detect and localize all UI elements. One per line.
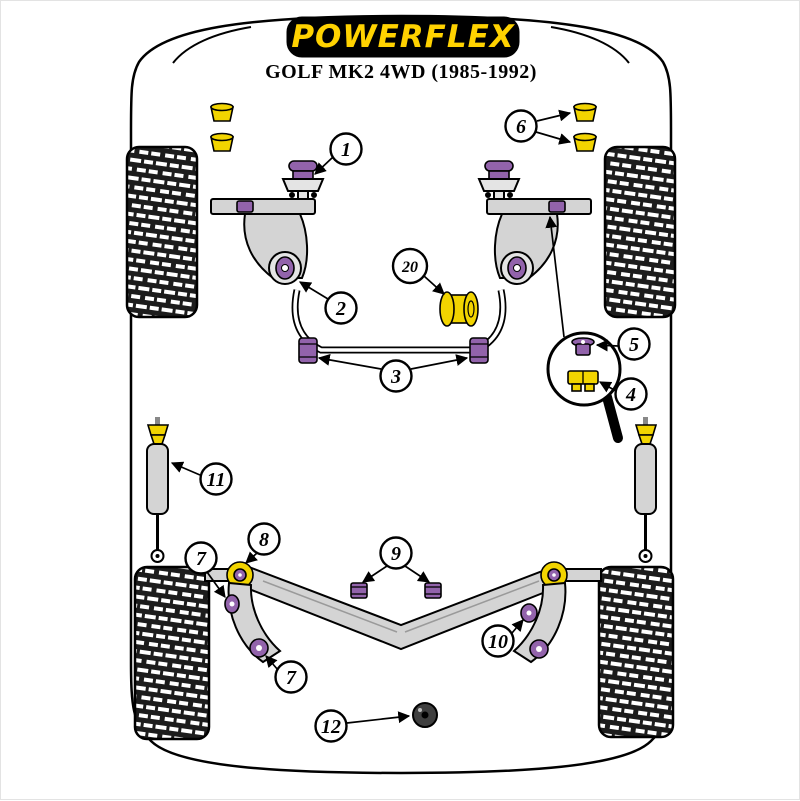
callout-20: 20 <box>391 247 445 295</box>
hood-line-right <box>550 26 630 64</box>
front-left-inner-bush <box>236 200 254 213</box>
svg-text:10: 10 <box>488 631 508 653</box>
callout-6: 6 <box>504 109 572 145</box>
beam-bush-right <box>424 582 442 599</box>
powerflex-logo: POWERFLEX <box>286 16 520 58</box>
tire-rear-left <box>133 565 211 741</box>
rear-shock-right <box>634 417 658 563</box>
callout-12: 12 <box>314 709 411 743</box>
bump-stops-front-left <box>210 102 234 152</box>
front-left-control-arm <box>210 198 316 285</box>
tire-front-right <box>603 145 677 319</box>
gearbox-mount <box>439 291 479 327</box>
svg-text:8: 8 <box>259 529 269 551</box>
svg-text:1: 1 <box>341 139 351 161</box>
callout-1: 1 <box>314 132 363 175</box>
steering-rack-bush <box>571 337 595 356</box>
callout-8: 8 <box>245 522 281 564</box>
model-title: GOLF MK2 4WD (1985-1992) <box>265 61 537 83</box>
svg-text:7: 7 <box>196 548 207 570</box>
svg-text:7: 7 <box>286 667 297 689</box>
powerflex-logo-text: POWERFLEX <box>291 19 515 55</box>
svg-text:2: 2 <box>335 298 346 320</box>
svg-text:20: 20 <box>401 259 418 276</box>
front-anti-roll-bar <box>291 289 507 364</box>
tire-rear-right <box>597 565 675 739</box>
svg-text:9: 9 <box>391 543 401 565</box>
svg-text:11: 11 <box>207 469 226 491</box>
front-right-control-arm <box>486 198 592 285</box>
svg-text:4: 4 <box>625 384 636 406</box>
exhaust-mount-disc <box>412 702 438 728</box>
callout-4: 4 <box>598 377 648 411</box>
callout-9: 9 <box>362 536 430 583</box>
callout-7-lower: 7 <box>265 655 308 694</box>
callout-7-upper: 7 <box>184 541 226 598</box>
rear-beam-mount-left <box>226 561 254 589</box>
arb-bush-left <box>298 337 318 364</box>
front-left-strut-mount <box>281 160 325 201</box>
callout-5: 5 <box>595 327 651 361</box>
callout-10: 10 <box>481 619 524 658</box>
front-right-strut-mount <box>477 160 521 201</box>
callout-2: 2 <box>298 281 358 325</box>
beam-bush-left <box>350 582 368 599</box>
svg-text:5: 5 <box>629 334 639 356</box>
tire-front-left <box>125 145 199 319</box>
trailing-arm-left <box>224 581 282 664</box>
magnifier-handle <box>602 392 623 443</box>
hood-line-left <box>172 26 252 64</box>
trailing-arm-right <box>512 581 567 664</box>
front-right-inner-bush <box>548 200 566 213</box>
arb-bush-right <box>469 337 489 364</box>
rear-shock-left <box>146 417 170 563</box>
callout-3: 3 <box>317 354 469 393</box>
bump-stops-front-right <box>573 102 597 152</box>
callout-11: 11 <box>170 461 233 496</box>
steering-clamp <box>567 370 599 392</box>
svg-text:12: 12 <box>321 716 341 738</box>
svg-text:3: 3 <box>390 366 401 388</box>
svg-text:6: 6 <box>516 116 526 138</box>
